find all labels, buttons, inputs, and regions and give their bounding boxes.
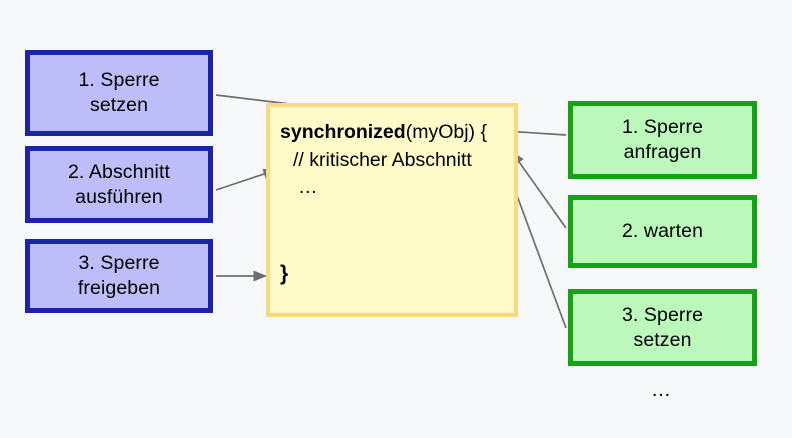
- step-box-blue-3[interactable]: 3. Sperre freigeben: [25, 239, 213, 313]
- code-line-1-rest: (myObj) {: [405, 121, 487, 143]
- green-2-line1: 2. warten: [621, 220, 704, 243]
- green-3-line1: 3. Sperre: [621, 303, 704, 326]
- code-line-1: synchronized(myObj) {: [280, 119, 504, 147]
- green-1-line1: 1. Sperre: [621, 116, 704, 139]
- code-line-2: // kritischer Abschnitt: [293, 148, 472, 171]
- step-box-green-2[interactable]: 2. warten: [568, 195, 757, 268]
- green-1-line2: anfragen: [623, 141, 702, 163]
- arrow-green2-to-code: [511, 151, 567, 229]
- blue-3-line2: freigeben: [77, 277, 161, 299]
- step-box-green-1[interactable]: 1. Sperre anfragen: [568, 101, 757, 179]
- blue-3-line1: 3. Sperre: [78, 252, 160, 275]
- code-line-3-ellipsis: …: [298, 176, 318, 199]
- blue-1-line2: setzen: [89, 94, 149, 116]
- code-keyword-synchronized: synchronized: [280, 121, 406, 143]
- code-line-4-close-brace: }: [280, 262, 289, 285]
- blue-2-line1: 2. Abschnitt: [67, 160, 170, 183]
- green-3-line2: setzen: [633, 328, 692, 351]
- blue-1-line1: 1. Sperre: [78, 69, 160, 92]
- step-box-blue-2[interactable]: 2. Abschnitt ausführen: [25, 146, 213, 223]
- code-block: synchronized(myObj) { // kritischer Absc…: [266, 103, 518, 317]
- step-box-blue-1[interactable]: 1. Sperre setzen: [25, 50, 213, 136]
- blue-2-line2: ausführen: [75, 185, 163, 208]
- green-column-trailing-ellipsis: …: [651, 379, 672, 401]
- step-box-green-3[interactable]: 3. Sperre setzen: [568, 289, 757, 366]
